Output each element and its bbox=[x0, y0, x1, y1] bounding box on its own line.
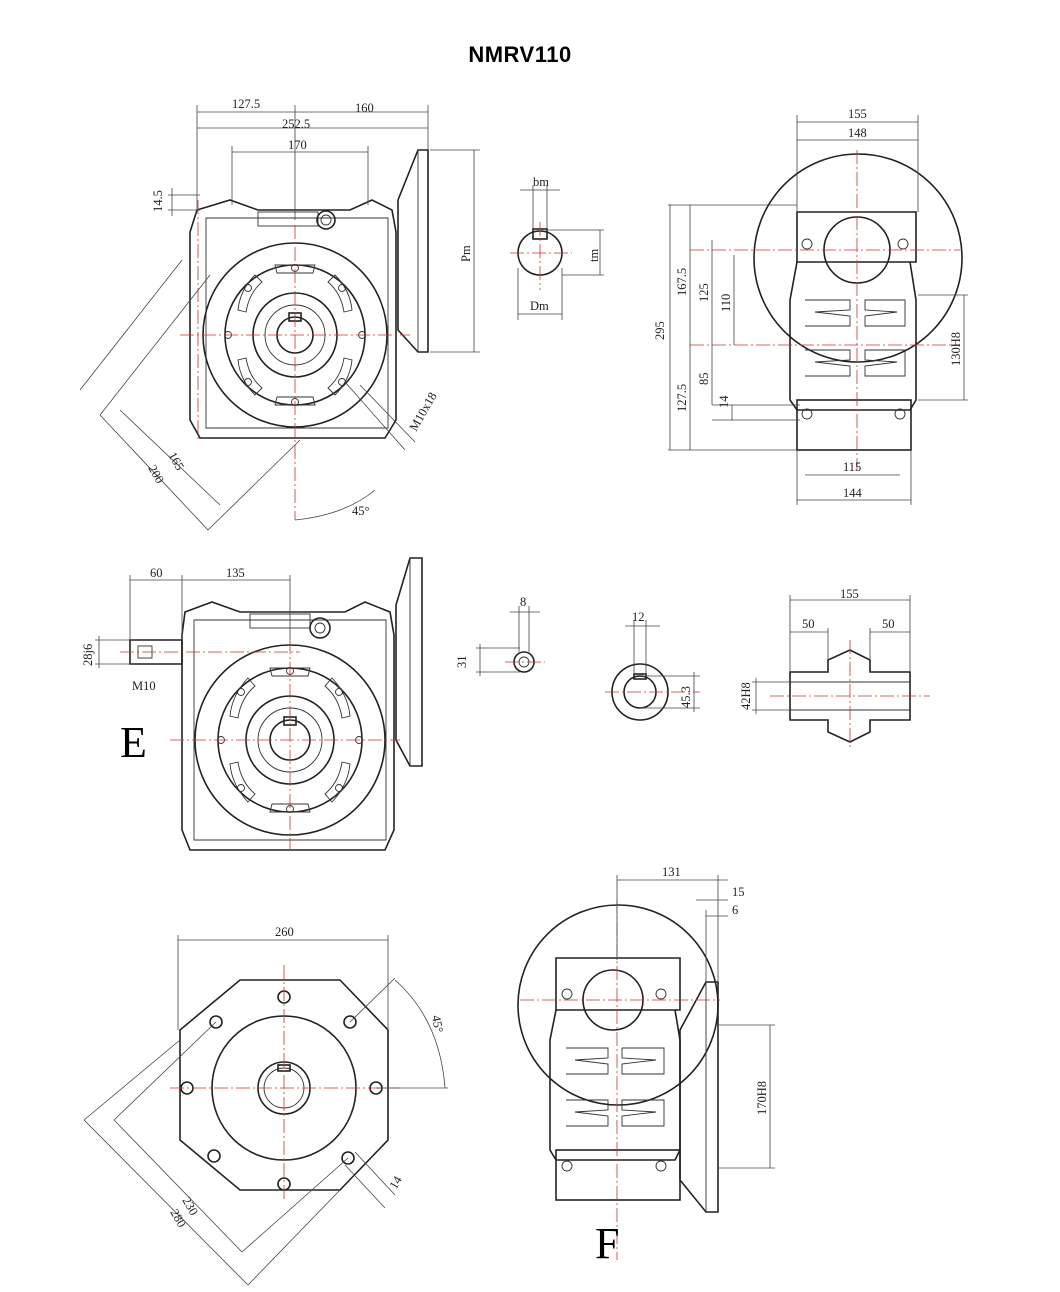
dim-14-holes: 14 bbox=[717, 395, 731, 408]
dim-252-5: 252.5 bbox=[282, 117, 310, 131]
side-view-top bbox=[668, 115, 968, 505]
dim-tm: tm bbox=[587, 249, 601, 262]
view-label-f: F bbox=[595, 1219, 619, 1268]
dim-115: 115 bbox=[843, 460, 861, 474]
dim-shaft-50-right: 50 bbox=[882, 617, 895, 631]
dim-m10x18: M10x18 bbox=[406, 390, 439, 434]
dim-e-135: 135 bbox=[226, 566, 245, 580]
dim-148: 148 bbox=[848, 126, 867, 140]
dimension-labels: 127.5 160 252.5 170 14.5 Pm 165 200 M10x… bbox=[81, 97, 963, 1268]
dim-f-15: 15 bbox=[732, 885, 745, 899]
dim-flange-260: 260 bbox=[275, 925, 294, 939]
dim-bm: bm bbox=[533, 175, 549, 189]
front-view-top bbox=[79, 105, 480, 531]
dim-key-31: 31 bbox=[455, 656, 469, 669]
dim-155: 155 bbox=[848, 107, 867, 121]
dim-125: 125 bbox=[697, 283, 711, 302]
view-f bbox=[517, 875, 775, 1260]
dim-e-60: 60 bbox=[150, 566, 163, 580]
dim-14-5: 14.5 bbox=[151, 190, 165, 212]
shaft-key-view bbox=[510, 185, 604, 320]
dim-flange-45-deg: 45° bbox=[429, 1014, 446, 1034]
dim-165: 165 bbox=[165, 450, 186, 473]
dim-45-deg: 45° bbox=[352, 504, 370, 518]
dim-170: 170 bbox=[288, 138, 307, 152]
dim-127-5-lower: 127.5 bbox=[675, 384, 689, 412]
dim-shaft-155: 155 bbox=[840, 587, 859, 601]
dim-shaft-50-left: 50 bbox=[802, 617, 815, 631]
dim-110: 110 bbox=[719, 294, 733, 312]
dim-130h8: 130H8 bbox=[949, 332, 963, 366]
keyway-details bbox=[476, 606, 700, 721]
dim-f-6: 6 bbox=[732, 903, 738, 917]
hollow-shaft-section bbox=[752, 595, 930, 750]
dim-pm: Pm bbox=[459, 245, 473, 262]
flange-face-view bbox=[83, 935, 448, 1286]
dim-e-28j6: 28j6 bbox=[81, 644, 95, 666]
dim-f-170h8: 170H8 bbox=[755, 1081, 769, 1115]
dim-f-131: 131 bbox=[662, 865, 681, 879]
dim-127-5: 127.5 bbox=[232, 97, 260, 111]
dim-167-5: 167.5 bbox=[675, 268, 689, 296]
dim-shaft-42h8: 42H8 bbox=[739, 682, 753, 710]
dim-hub-12: 12 bbox=[632, 610, 645, 624]
dim-160: 160 bbox=[355, 101, 374, 115]
dim-key-8: 8 bbox=[520, 595, 526, 609]
drawing-title: NMRV110 bbox=[468, 42, 572, 67]
dim-144: 144 bbox=[843, 486, 863, 500]
view-label-e: E bbox=[120, 718, 147, 767]
dim-295: 295 bbox=[653, 321, 667, 340]
dim-85: 85 bbox=[697, 373, 711, 386]
dim-e-m10: M10 bbox=[132, 679, 156, 693]
dim-hub-45-3: 45.3 bbox=[679, 686, 693, 708]
dim-dm: Dm bbox=[530, 299, 549, 313]
view-e bbox=[95, 557, 423, 851]
